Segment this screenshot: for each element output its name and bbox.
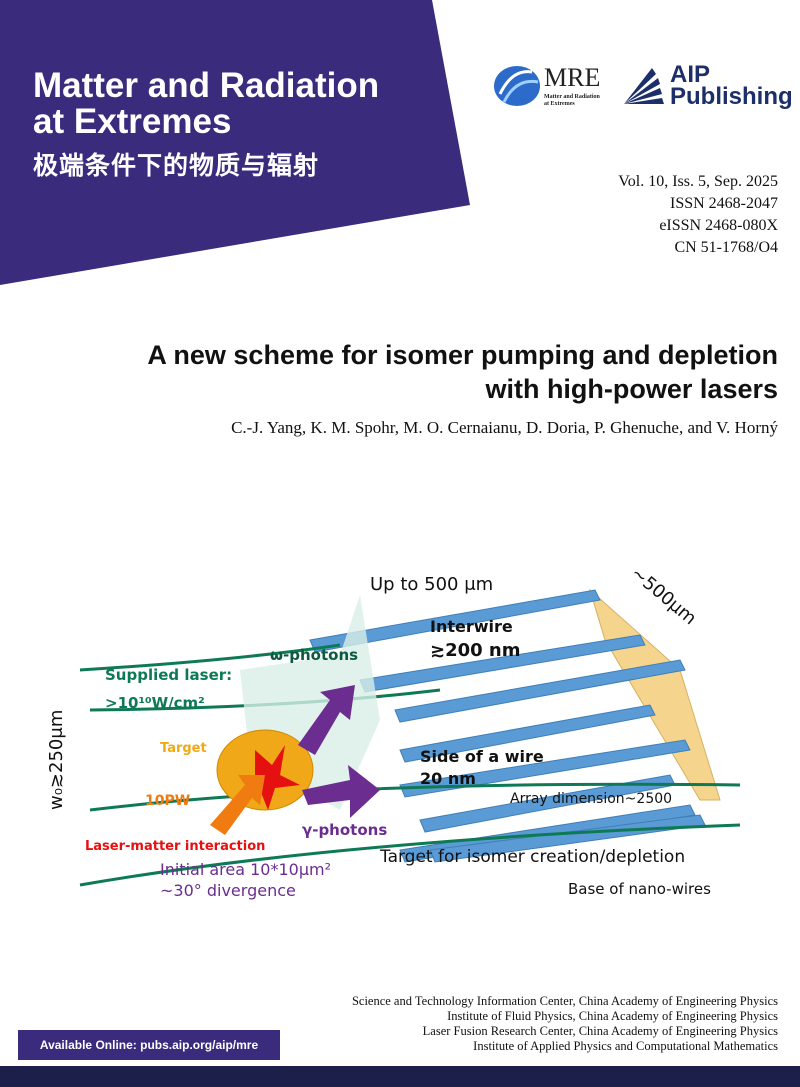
aip-line2: Publishing bbox=[670, 83, 793, 110]
cn-number: CN 51-1768/O4 bbox=[674, 239, 778, 256]
gamma-arrow-upper bbox=[298, 685, 355, 755]
article-title-line1: A new scheme for isomer pumping and depl… bbox=[147, 340, 778, 370]
label-base-nanowires: Base of nano-wires bbox=[568, 880, 711, 898]
label-interwire: Interwire bbox=[430, 617, 513, 636]
label-intensity: >10¹⁰W/cm² bbox=[105, 694, 205, 712]
label-gamma-photons: γ-photons bbox=[302, 821, 387, 839]
issn: ISSN 2468-2047 bbox=[669, 195, 778, 212]
label-up-to-500um: Up to 500 μm bbox=[370, 574, 493, 595]
label-omega-photons: ω-photons bbox=[270, 646, 358, 664]
label-w0: w₀≳250μm bbox=[46, 710, 67, 810]
label-500um: ~500μm bbox=[627, 563, 701, 630]
label-array-dimension: Array dimension~2500 bbox=[510, 791, 672, 807]
label-laser-matter: Laser-matter interaction bbox=[85, 839, 265, 854]
label-10pw: 10PW bbox=[145, 793, 190, 809]
label-target: Target bbox=[160, 741, 207, 756]
eissn: eISSN 2468-080X bbox=[659, 217, 778, 234]
institutions-list: Science and Technology Information Cente… bbox=[352, 994, 778, 1054]
article-title: A new scheme for isomer pumping and depl… bbox=[38, 338, 778, 406]
aip-line1: AIP bbox=[670, 61, 711, 88]
gamma-arrow-lower bbox=[302, 765, 380, 818]
article-title-line2: with high-power lasers bbox=[485, 374, 778, 404]
label-divergence: ~30° divergence bbox=[160, 881, 296, 900]
label-initial-area: Initial area 10*10μm² bbox=[160, 860, 331, 879]
mre-logo-text: MRE bbox=[544, 63, 601, 92]
label-side-of-wire: Side of a wire bbox=[420, 747, 544, 766]
pw-laser-arrow bbox=[210, 775, 265, 835]
institution: Institute of Applied Physics and Computa… bbox=[473, 1039, 778, 1053]
article-authors: C.-J. Yang, K. M. Spohr, M. O. Cernaianu… bbox=[231, 418, 778, 437]
journal-title-line2: at Extremes bbox=[33, 102, 232, 141]
issue-info: Vol. 10, Iss. 5, Sep. 2025 ISSN 2468-204… bbox=[618, 171, 778, 259]
journal-title-chinese: 极端条件下的物质与辐射 bbox=[33, 151, 320, 180]
mre-logo-subtitle: Matter and Radiation at Extremes bbox=[544, 94, 600, 107]
institution: Science and Technology Information Cente… bbox=[351, 994, 778, 1008]
label-interwire-value: ≳200 nm bbox=[430, 640, 521, 661]
volume-issue: Vol. 10, Iss. 5, Sep. 2025 bbox=[618, 173, 778, 190]
cover-banner bbox=[0, 0, 470, 285]
institution: Institute of Fluid Physics, China Academ… bbox=[447, 1009, 778, 1023]
available-online-link[interactable]: Available Online: pubs.aip.org/aip/mre bbox=[18, 1030, 280, 1060]
label-side-value: 20 nm bbox=[420, 769, 476, 788]
label-supplied-laser: Supplied laser: bbox=[105, 666, 232, 684]
explosion-icon bbox=[240, 745, 300, 810]
aip-logo-icon bbox=[624, 68, 664, 104]
institution: Laser Fusion Research Center, China Acad… bbox=[422, 1024, 778, 1038]
journal-title-line1: Matter and Radiation bbox=[33, 66, 380, 105]
nanowire-base bbox=[589, 588, 721, 801]
mre-logo-icon bbox=[494, 66, 540, 106]
bottom-bar bbox=[0, 1066, 800, 1087]
cover-figure: Up to 500 μm ~500μm w₀≳250μm Target for … bbox=[46, 563, 741, 900]
label-target-isomer: Target for isomer creation/depletion bbox=[379, 847, 685, 867]
